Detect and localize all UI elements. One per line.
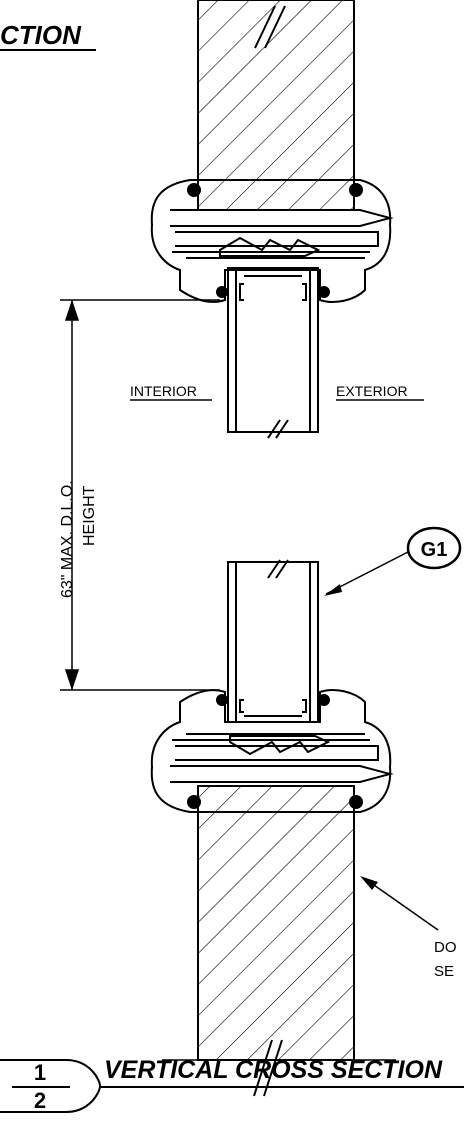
top-glass-unit [227, 267, 319, 439]
g1-callout [324, 526, 462, 596]
detail-bubble [0, 1059, 102, 1113]
sheet-number: 2 [34, 1088, 46, 1113]
dimension-text-line2: HEIGHT [81, 485, 98, 546]
top-rail-extrusion [150, 179, 394, 303]
dimension-text-line1: 63" MAX. D.L.O. [59, 480, 76, 598]
bottom-glass-unit [227, 559, 319, 723]
detail-title: VERTICAL CROSS SECTION [104, 1056, 443, 1084]
header-partial-title: CTION [0, 20, 82, 50]
door-label-partial2: SE [434, 963, 454, 980]
top-door-section [197, 0, 355, 211]
dlo-dimension-line [60, 299, 220, 691]
interior-label: INTERIOR [130, 383, 197, 399]
detail-number: 1 [34, 1060, 46, 1085]
bottom-rail-extrusion [150, 689, 394, 813]
bottom-door-section [162, 785, 396, 1097]
door-callout-leader [360, 876, 439, 931]
door-label-partial1: DO [434, 939, 457, 956]
exterior-label: EXTERIOR [336, 383, 408, 399]
g1-tag: G1 [421, 539, 448, 561]
